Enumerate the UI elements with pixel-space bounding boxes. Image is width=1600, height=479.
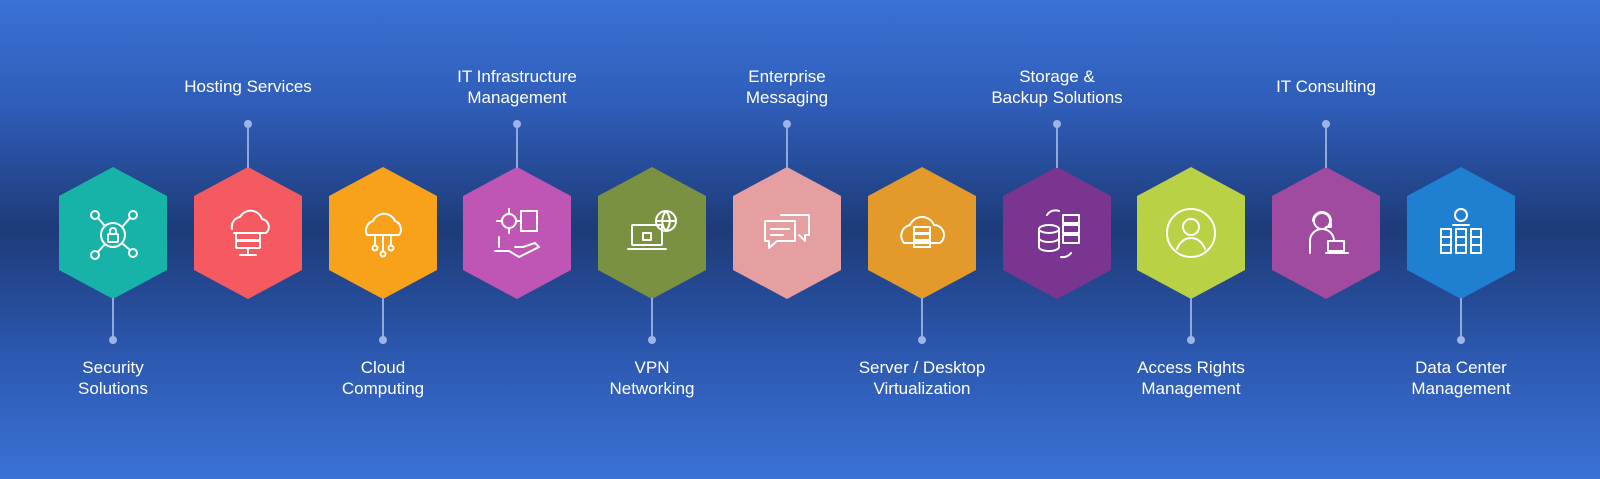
- service-label: Storage & Backup Solutions: [991, 67, 1123, 107]
- connector-line: [1460, 298, 1462, 340]
- data-center-icon: [1440, 208, 1482, 254]
- service-hexagon: [1407, 167, 1515, 299]
- connector-line: [516, 124, 518, 168]
- service-hexagon: [868, 167, 976, 299]
- service-hexagon: [598, 167, 706, 299]
- cloud-server-icon: [230, 209, 270, 256]
- connector-dot: [244, 120, 252, 128]
- service-label: Cloud Computing: [341, 358, 425, 398]
- service-hexagon: [329, 167, 437, 299]
- service-label: IT Infrastructure Management: [457, 67, 577, 107]
- connector-dot: [783, 120, 791, 128]
- service-label: Hosting Services: [184, 77, 312, 96]
- connector-dot: [1322, 120, 1330, 128]
- service-hexagon: [1137, 167, 1245, 299]
- chat-bubbles-icon: [764, 214, 810, 249]
- connector-line: [1056, 124, 1058, 168]
- service-hexagon: [1003, 167, 1111, 299]
- security-lock-network-icon: [90, 210, 138, 260]
- connector-dot: [648, 336, 656, 344]
- connector-line: [651, 298, 653, 340]
- laptop-globe-icon: [627, 210, 677, 250]
- connector-dot: [513, 120, 521, 128]
- service-hexagon: [1272, 167, 1380, 299]
- connector-line: [921, 298, 923, 340]
- cloud-server-stack-icon: [900, 216, 945, 248]
- user-avatar-icon: [1166, 208, 1216, 258]
- service-hexagon: [463, 167, 571, 299]
- consultant-headset-icon: [1309, 211, 1349, 254]
- connector-dot: [1457, 336, 1465, 344]
- service-label: VPN Networking: [609, 358, 695, 398]
- connector-line: [1190, 298, 1192, 340]
- database-backup-icon: [1038, 209, 1080, 259]
- connector-line: [247, 124, 249, 168]
- service-hexagon: [59, 167, 167, 299]
- service-label: Data Center Management: [1411, 358, 1511, 398]
- connector-dot: [918, 336, 926, 344]
- gear-hand-icon: [494, 208, 540, 258]
- service-label: Security Solutions: [78, 358, 148, 398]
- service-hexagon: [733, 167, 841, 299]
- service-label: IT Consulting: [1276, 77, 1376, 96]
- connector-dot: [379, 336, 387, 344]
- service-hexagon: [194, 167, 302, 299]
- service-label: Enterprise Messaging: [745, 67, 829, 107]
- connector-line: [1325, 124, 1327, 168]
- connector-dot: [1187, 336, 1195, 344]
- connector-dot: [109, 336, 117, 344]
- service-label: Server / Desktop Virtualization: [858, 358, 986, 398]
- service-label: Access Rights Management: [1137, 358, 1245, 398]
- connector-line: [112, 298, 114, 340]
- connector-line: [382, 298, 384, 340]
- connector-line: [786, 124, 788, 168]
- cloud-circuit-icon: [364, 212, 402, 258]
- connector-dot: [1053, 120, 1061, 128]
